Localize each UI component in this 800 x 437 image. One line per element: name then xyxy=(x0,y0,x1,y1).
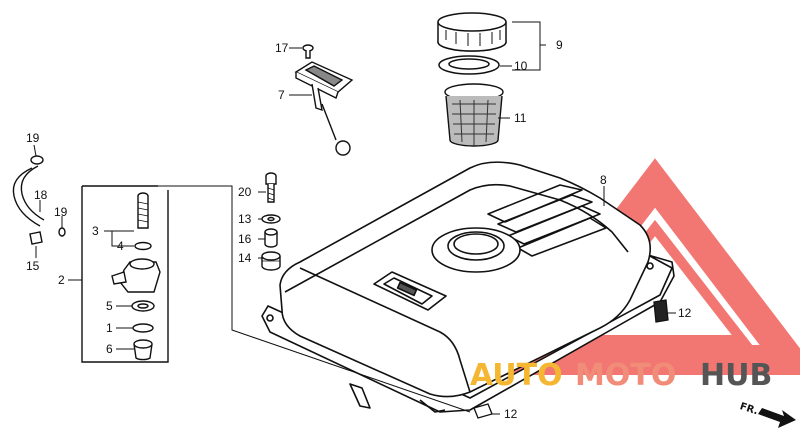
fuel-gauge-unit xyxy=(294,44,354,156)
leader-lines xyxy=(33,21,676,415)
callout-16: 16 xyxy=(238,232,252,246)
callout-15: 15 xyxy=(26,259,40,273)
callout-1: 1 xyxy=(106,321,113,335)
callout-8: 8 xyxy=(600,173,607,187)
front-direction-mark: FR. xyxy=(738,401,796,428)
cap-gasket xyxy=(438,55,500,75)
callout-14: 14 xyxy=(238,251,252,265)
callout-19b: 19 xyxy=(54,205,68,219)
callout-4: 4 xyxy=(117,239,124,253)
callout-13: 13 xyxy=(238,212,252,226)
mount-hardware xyxy=(261,172,281,271)
callout-10: 10 xyxy=(514,59,528,73)
callout-2: 2 xyxy=(58,273,65,287)
watermark-text: AUTO MOTO HUB xyxy=(470,358,772,393)
callout-19a: 19 xyxy=(26,131,40,145)
clip-parts xyxy=(473,299,669,419)
callout-18: 18 xyxy=(34,188,48,202)
callout-20: 20 xyxy=(238,185,252,199)
callout-labels: 1 2 3 4 5 6 7 8 9 10 11 12 12 13 14 15 1… xyxy=(26,38,692,421)
callout-9: 9 xyxy=(556,38,563,52)
callout-6: 6 xyxy=(106,342,113,356)
watermark-part-a: AUTO xyxy=(470,358,563,393)
fuel-tube xyxy=(12,155,66,245)
callout-3: 3 xyxy=(92,224,99,238)
watermark-part-b: MOTO xyxy=(575,358,676,393)
callout-7: 7 xyxy=(278,88,285,102)
fuel-strainer xyxy=(444,83,504,147)
front-direction-label: FR. xyxy=(738,401,759,417)
watermark-part-c: HUB xyxy=(700,358,772,393)
filler-cap xyxy=(437,12,507,52)
callout-17: 17 xyxy=(275,41,289,55)
callout-5: 5 xyxy=(106,299,113,313)
callout-12a: 12 xyxy=(678,306,692,320)
fuel-cock-assembly xyxy=(81,185,169,363)
front-arrow-icon xyxy=(758,408,796,428)
callout-12b: 12 xyxy=(504,407,518,421)
fuel-tank xyxy=(261,161,675,413)
callout-11: 11 xyxy=(514,111,527,125)
